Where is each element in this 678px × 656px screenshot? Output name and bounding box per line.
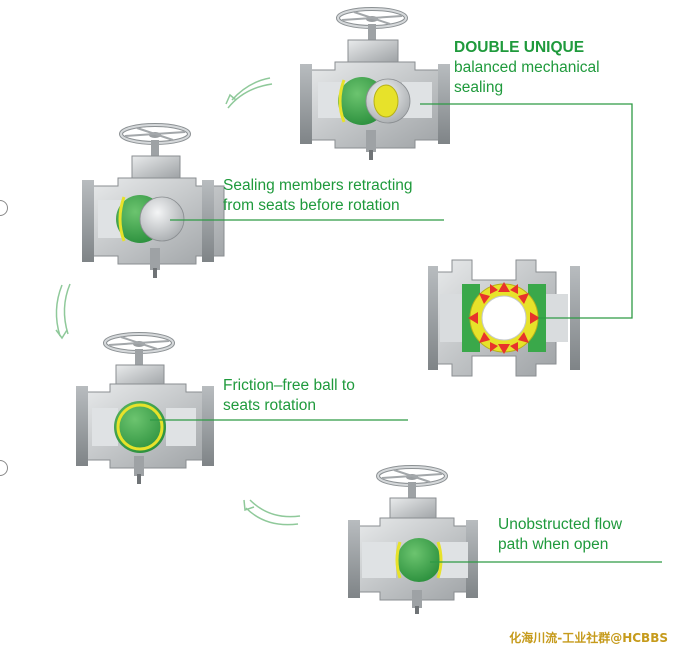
caption-step3: Friction–free ball to seats rotation (223, 376, 355, 416)
caption-step1-line3: sealing (454, 79, 504, 96)
caption-step2: Sealing members retracting from seats be… (223, 176, 413, 216)
valve-cutaway-icon (428, 259, 580, 377)
caption-step3-line1: Friction–free ball to (223, 377, 355, 394)
cycle-arrow-icon (225, 77, 273, 109)
pressure-arrows-icon (468, 282, 540, 354)
caption-step1-line1: DOUBLE UNIQUE (454, 39, 585, 56)
caption-step4-line1: Unobstructed flow (498, 516, 623, 533)
valve-cutaway-icon (82, 123, 225, 278)
caption-step4-line2: path when open (498, 536, 609, 553)
valve-cutaway-icon (348, 465, 478, 614)
caption-step4: Unobstructed flow path when open (498, 515, 622, 555)
leader-line-step1 (420, 103, 633, 319)
caption-step2-line2: from seats before rotation (223, 197, 400, 214)
caption-step3-line2: seats rotation (223, 397, 317, 414)
valve-cutaway-icon (300, 7, 450, 160)
caption-step2-line1: Sealing members retracting (223, 177, 413, 194)
cycle-arrow-icon (243, 499, 301, 526)
valve-cutaway-icon (76, 332, 214, 484)
cycle-arrow-icon (55, 283, 71, 340)
caption-step1-line2: balanced mechanical (454, 59, 600, 76)
caption-step1: DOUBLE UNIQUE balanced mechanical sealin… (454, 38, 600, 98)
leader-lines (150, 103, 662, 563)
watermark: 化海川流-工业社群@HCBBS (509, 631, 668, 645)
